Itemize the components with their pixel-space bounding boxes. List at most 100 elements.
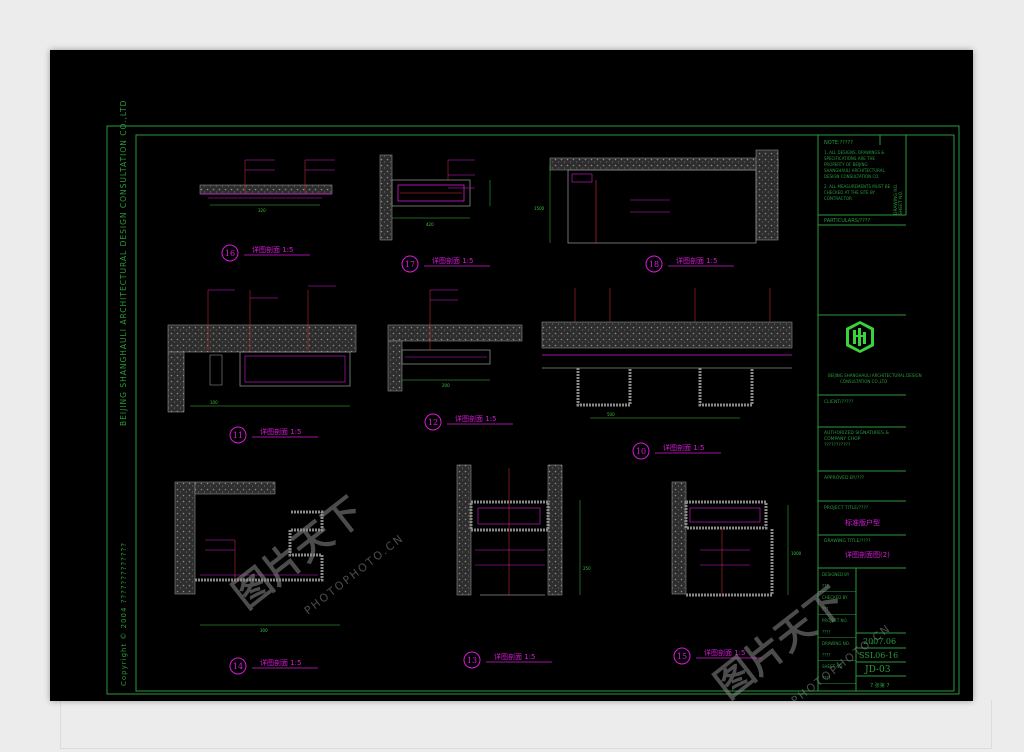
dim-18: 1500: [534, 206, 545, 211]
detail-10-drawing: 500: [541, 288, 793, 419]
dim-16: 320: [258, 208, 266, 213]
dim-10: 500: [607, 412, 615, 417]
authorized-3: ???????????: [824, 442, 851, 448]
date-value: 2007.06: [863, 637, 896, 646]
project-no-value: SSL06-16: [859, 651, 898, 660]
detail-caption: 详图剖面 1:5: [494, 652, 536, 661]
note-line: DESIGN CONSULTATION CO.: [824, 174, 879, 179]
logo-caption-2: CONSULTATION CO.,LTD: [840, 379, 887, 384]
detail-14-drawing: 300: [174, 481, 340, 633]
detail-caption: 详图剖面 1:5: [704, 648, 746, 657]
detail-label-17: 17 详图剖面 1:5: [401, 255, 490, 273]
dim-17: 420: [426, 222, 434, 227]
dim-12: 200: [442, 383, 450, 388]
detail-13-drawing: 250: [456, 464, 591, 596]
project-title: 标准版户型: [845, 518, 880, 527]
title-block-row-label: ???: [822, 584, 828, 589]
detail-number: 17: [405, 260, 415, 269]
outer-frame: [106, 125, 960, 695]
detail-caption: 详图剖面 1:5: [455, 414, 497, 423]
drawing-title-label: DRAWING TITLE/????: [824, 538, 871, 544]
note-line: PROPERTY OF BEIJING: [824, 162, 868, 167]
note-line: CHECKED AT THE SITE BY: [824, 190, 876, 195]
client-label: CLIENT/?????: [824, 399, 854, 405]
inner-frame: [135, 134, 955, 692]
detail-circle: [463, 651, 481, 669]
cad-sheet: BEIJING SHANGHAULI ARCHITECTURAL DESIGN …: [50, 50, 973, 701]
note-line: 2. ALL MEASUREMENTS MUST BE: [824, 184, 891, 189]
detail-17-drawing: 420: [379, 154, 491, 241]
note-line: SPECIFICATIONS ARE THE: [824, 156, 875, 161]
detail-circle: [632, 442, 650, 460]
title-block: NOTE:????? 1. ALL DESIGNS, DRAWINGS &SPE…: [818, 135, 922, 691]
detail-caption: 详图剖面 1:5: [676, 256, 718, 265]
detail-number: 14: [233, 662, 243, 671]
title-block-row-label: ????: [822, 676, 831, 681]
cad-drawing: BEIJING SHANGHAULI ARCHITECTURAL DESIGN …: [106, 100, 960, 701]
title-block-row-label: CHECKED BY: [822, 595, 848, 600]
title-block-row-label: ???: [822, 607, 828, 612]
detail-circle: [645, 255, 663, 273]
note-heading: NOTE:?????: [824, 140, 853, 146]
detail-circle: [229, 426, 247, 444]
side-label-drawing-no: DRAWING NO.: [893, 184, 899, 215]
detail-caption: 详图剖面 1:5: [432, 256, 474, 265]
note-line: 1. ALL DESIGNS, DRAWINGS &: [824, 150, 884, 155]
watermark-chars: 图片天下: [706, 579, 853, 701]
title-block-rows: DESIGNED BY??? CHECKED BY??? PROJECT NO.??…: [818, 572, 856, 684]
drawing-no-value: JD-03: [864, 665, 891, 675]
detail-18-drawing: 1500: [534, 149, 779, 244]
copyright-vertical-text: Copyright © 2004 ?????????????: [120, 542, 128, 686]
detail-number: 12: [428, 418, 438, 427]
detail-number: 18: [649, 260, 659, 269]
detail-label-13: 13 详图剖面 1:5: [463, 651, 552, 669]
particulars-label: PARTICULARS/????: [824, 218, 871, 224]
authorized-2: COMPANY CHOP: [824, 436, 861, 442]
approved-label: APPROVED BY/???: [824, 475, 865, 481]
detail-label-11: 11 详图剖面 1:5: [229, 426, 318, 444]
detail-circle: [401, 255, 419, 273]
dim-15: 1000: [791, 551, 802, 556]
detail-16-drawing: 320: [199, 159, 335, 213]
detail-label-12: 12 详图剖面 1:5: [424, 413, 513, 431]
logo-caption-1: BEIJING SHANGHAULI ARCHITECTURAL DESIGN: [828, 373, 922, 378]
side-label-sheet-no: SHEET NO.: [898, 191, 904, 215]
title-block-row-label: ????: [822, 653, 831, 658]
title-block-row-label: DESIGNED BY: [822, 572, 850, 577]
company-vertical-text: BEIJING SHANGHAULI ARCHITECTURAL DESIGN …: [119, 100, 128, 426]
detail-number: 15: [677, 652, 687, 661]
drawing-title: 详图剖面图(2): [845, 550, 890, 559]
note-line: SHANGHAULI ARCHITECTURAL: [824, 168, 886, 173]
title-block-row-label: DRAWING NO.: [822, 641, 850, 646]
detail-number: 13: [467, 656, 477, 665]
detail-15-drawing: 1000: [671, 481, 802, 597]
detail-label-18: 18 详图剖面 1:5: [645, 255, 734, 273]
detail-number: 10: [636, 447, 646, 456]
dim-11: 100: [210, 400, 218, 405]
watermark-left: 图片天下 PHOTOPHOTO.CN: [224, 489, 406, 618]
title-block-row-label: SHEET NO.: [822, 664, 844, 669]
project-title-label: PROJECT TITLE/????: [824, 505, 869, 511]
detail-caption: 详图剖面 1:5: [252, 245, 294, 254]
detail-12-drawing: 200: [387, 289, 523, 392]
dim-14: 300: [260, 628, 268, 633]
detail-label-15: 15 详图剖面 1:5: [673, 647, 762, 665]
notes-list: 1. ALL DESIGNS, DRAWINGS &SPECIFICATIONS…: [824, 150, 891, 201]
detail-caption: 详图剖面 1:5: [260, 427, 302, 436]
detail-circle: [673, 647, 691, 665]
authorized-1: AUTHORIZED SIGNATURES &: [824, 430, 889, 436]
detail-circle: [221, 244, 239, 262]
detail-label-10: 10 详图剖面 1:5: [632, 442, 721, 460]
detail-caption: 详图剖面 1:5: [663, 443, 705, 452]
watermark-chars: 图片天下: [224, 489, 371, 617]
title-block-row-label: ????: [822, 630, 831, 635]
detail-11-drawing: 100: [167, 285, 357, 413]
company-logo: [846, 321, 874, 353]
watermark-right: 图片天下 PHOTOPHOTO.CN: [706, 579, 893, 701]
detail-number: 11: [233, 431, 243, 440]
detail-circle: [424, 413, 442, 431]
title-block-row-label: PROJECT NO.: [822, 618, 848, 623]
